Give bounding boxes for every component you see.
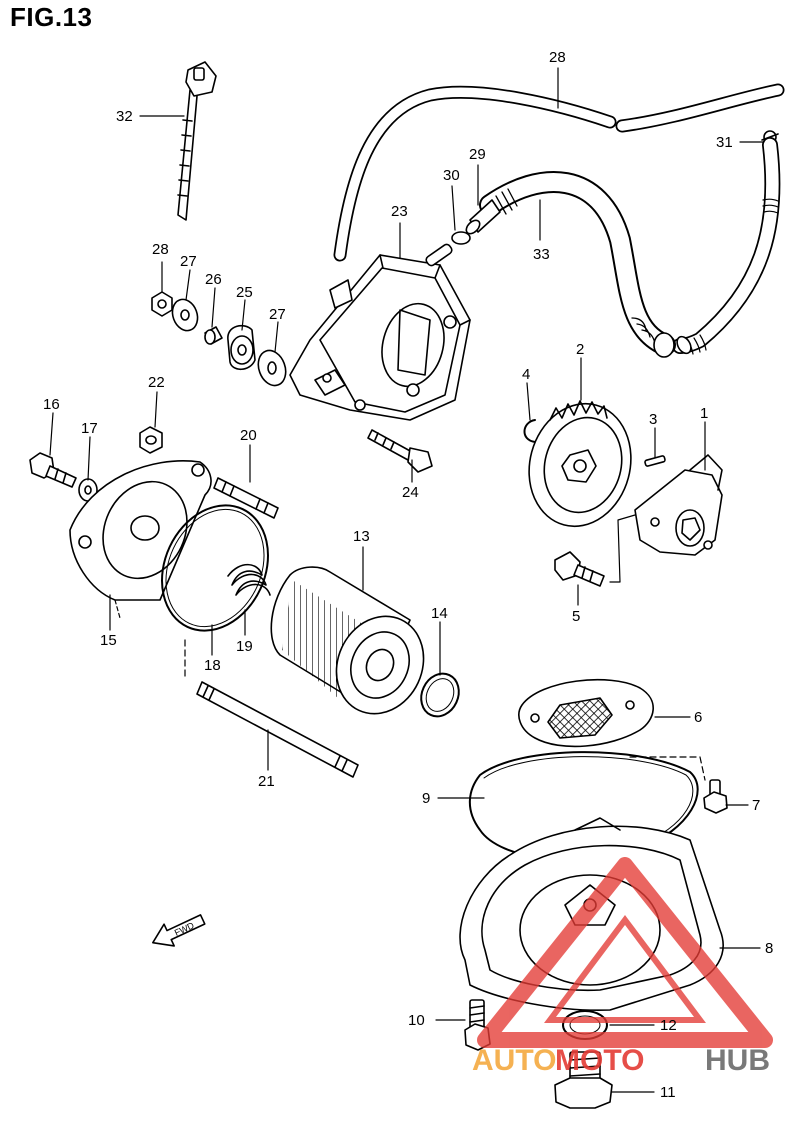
part-13-oil-filter	[270, 566, 425, 715]
fwd-arrow: FWD	[152, 914, 206, 947]
part-2-gear	[528, 400, 632, 528]
callout-31-left: 30	[443, 167, 460, 184]
callout-25: 25	[236, 284, 253, 301]
callout-11: 11	[660, 1084, 676, 1101]
part-11-drain-plug	[554, 1051, 613, 1109]
part-32-cable-tie	[177, 61, 217, 221]
part-24-bolt	[367, 429, 433, 473]
callout-4: 4	[522, 366, 530, 383]
callout-31-right: 31	[716, 134, 733, 151]
part-27-washer-right	[257, 349, 287, 387]
callout-27-left: 27	[180, 253, 197, 270]
part-23-pump	[289, 243, 471, 421]
watermark-moto: MOTO	[555, 1044, 644, 1077]
part-21-stud	[196, 681, 359, 778]
callout-7: 7	[752, 797, 760, 814]
callout-24: 24	[402, 484, 419, 501]
callout-12: 12	[660, 1017, 677, 1034]
callout-15: 15	[100, 632, 117, 649]
part-15-filter-cover	[69, 460, 212, 601]
callout-19: 19	[236, 638, 253, 655]
part-6-strainer	[518, 678, 654, 748]
hose-right-vertical	[672, 137, 781, 355]
callout-32: 32	[116, 108, 133, 125]
watermark-logo	[477, 857, 773, 1048]
callout-29: 29	[469, 146, 486, 163]
part-19-spring	[227, 563, 271, 596]
part-22-nut	[139, 426, 163, 454]
part-26-collar	[204, 326, 223, 345]
part-25-bush	[227, 324, 256, 371]
watermark-auto: AUTO	[472, 1044, 556, 1077]
callout-16: 16	[43, 396, 60, 413]
part-20-stud	[213, 477, 279, 519]
callout-5: 5	[572, 608, 580, 625]
callout-21: 21	[258, 773, 275, 790]
callout-18: 18	[204, 657, 221, 674]
part-18-o-ring	[161, 504, 269, 632]
leader-lines	[49, 67, 765, 1093]
part-5-bolt	[554, 551, 605, 587]
callout-20: 20	[240, 427, 257, 444]
callout-14: 14	[431, 605, 448, 622]
part-16-bolt	[29, 452, 77, 488]
part-30-hose	[333, 83, 785, 262]
part-3-pin	[644, 455, 666, 467]
callout-33: 33	[533, 246, 550, 263]
callout-17: 17	[81, 420, 98, 437]
part-1-pump-cover	[634, 454, 723, 556]
callout-3: 3	[649, 411, 657, 428]
callout-10: 10	[408, 1012, 425, 1029]
callout-8: 8	[765, 940, 773, 957]
callout-labels: 32 28 31 29 30 33 23 28 27 26 25 27 2 4 …	[43, 49, 773, 1101]
callout-30: 28	[549, 49, 566, 66]
callout-13: 13	[353, 528, 370, 545]
callout-28: 28	[152, 241, 169, 258]
callout-9: 9	[422, 790, 430, 807]
part-27-washer-left	[171, 298, 199, 332]
callout-1: 1	[700, 405, 708, 422]
part-14-o-ring	[420, 672, 460, 718]
part-33-hose	[479, 171, 676, 358]
callout-6: 6	[694, 709, 702, 726]
part-28-nut	[151, 291, 173, 317]
part-31-clamp-left	[451, 231, 471, 245]
figure-title: FIG.13	[10, 2, 93, 32]
callout-23: 23	[391, 203, 408, 220]
callout-22: 22	[148, 374, 165, 391]
part-29-fitting	[465, 199, 501, 235]
callout-26: 26	[205, 271, 222, 288]
part-7-bolt	[703, 779, 728, 814]
watermark-hub: HUB	[705, 1044, 770, 1077]
part-4-circlip	[523, 419, 536, 443]
callout-2: 2	[576, 341, 584, 358]
callout-27-right: 27	[269, 306, 286, 323]
